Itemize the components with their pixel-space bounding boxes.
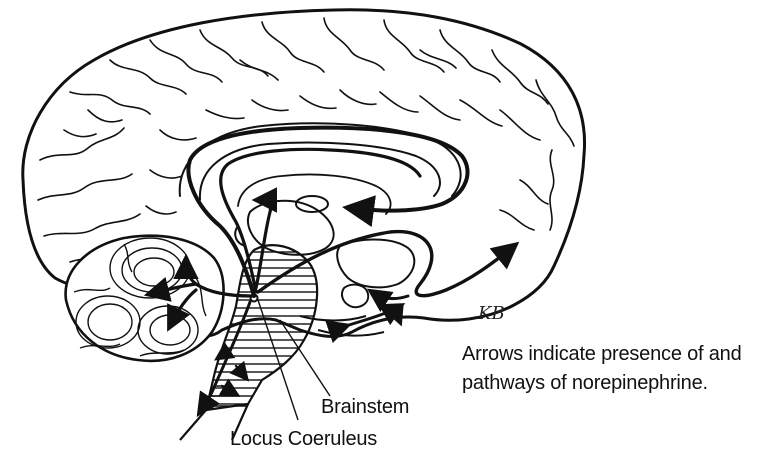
artist-signature: KB (478, 303, 505, 324)
caption-line-2: pathways of norepinephrine. (462, 372, 708, 395)
brainstem-label: Brainstem (321, 396, 409, 419)
caption-line-1: Arrows indicate presence of and (462, 343, 742, 366)
locus-coeruleus-label: Locus Coeruleus (230, 428, 377, 451)
